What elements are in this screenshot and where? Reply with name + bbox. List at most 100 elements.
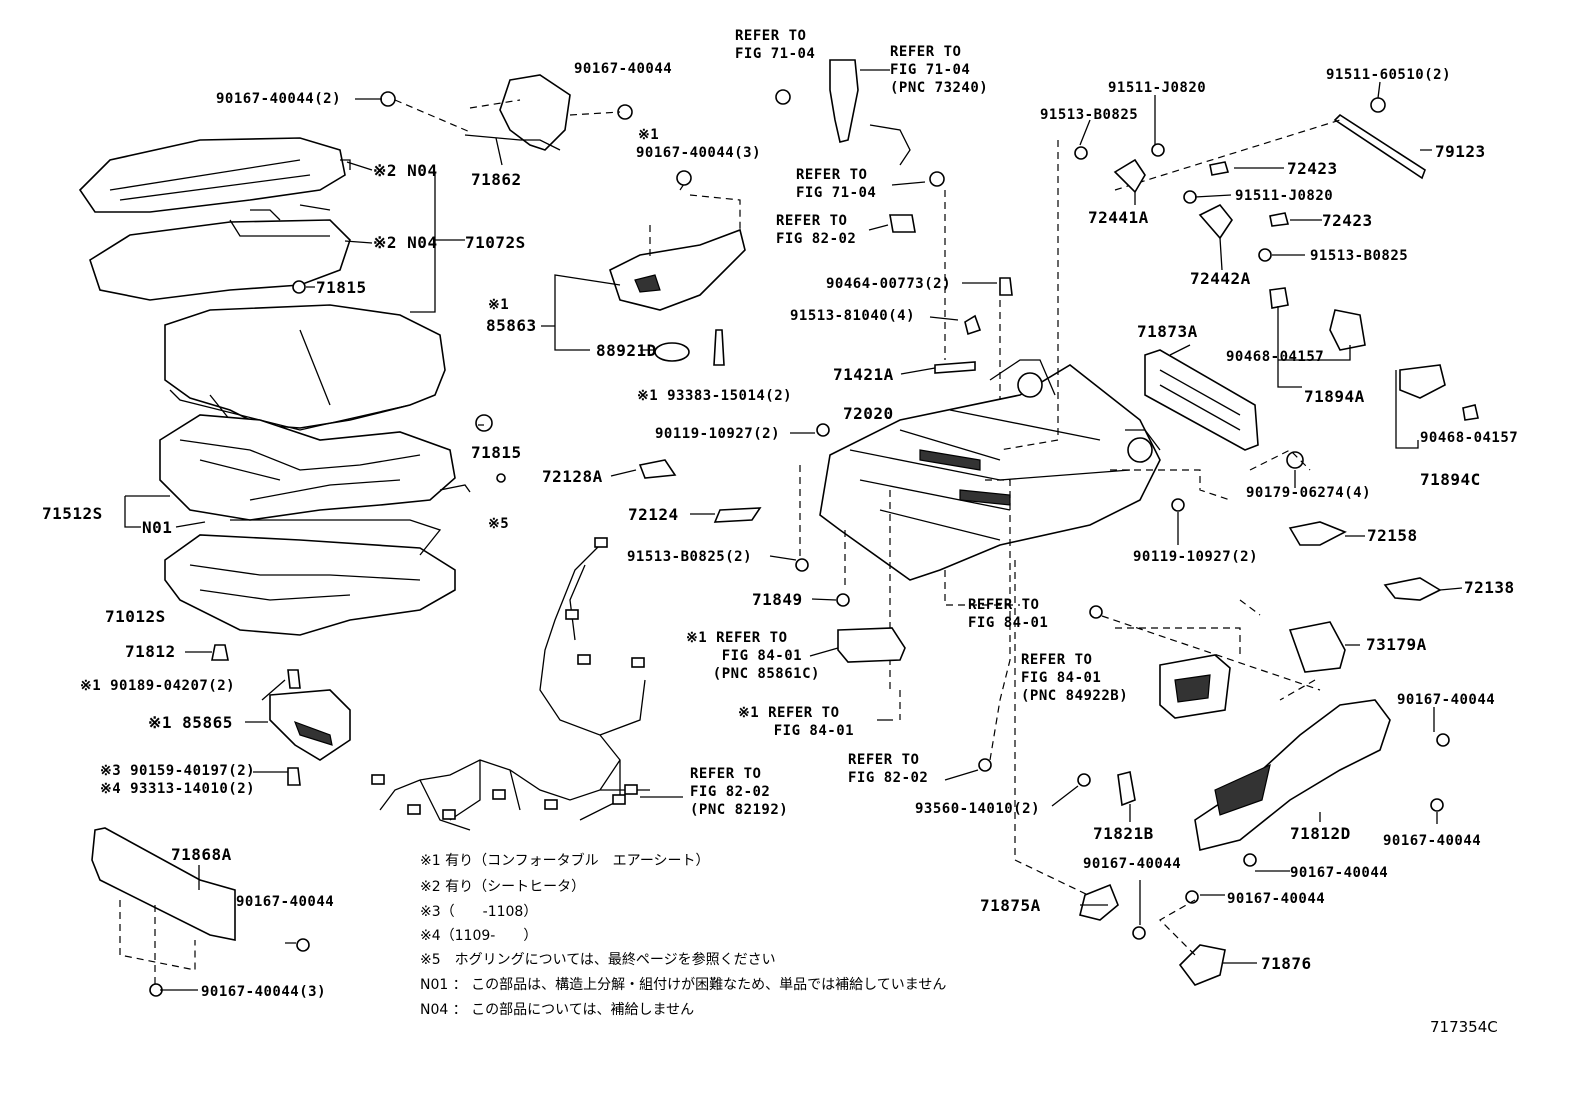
label-72020: 72020 <box>843 404 894 423</box>
label-refer-71-04-pnc: REFER TO FIG 71-04 (PNC 73240) <box>890 44 989 96</box>
figure-code: 717354C <box>1430 1018 1498 1036</box>
label-79123: 79123 <box>1435 142 1486 161</box>
label-91511-j0820-b: 91511-J0820 <box>1235 188 1334 204</box>
label-90189-04207: ※1 90189-04207(2) <box>80 678 236 694</box>
label-71012s: 71012S <box>105 607 166 626</box>
bracket-72441a <box>1074 143 1230 194</box>
label-refer-71-04-b: REFER TO FIG 71-04 <box>796 167 877 201</box>
leader-lines <box>124 69 1463 991</box>
label-71849: 71849 <box>752 590 803 609</box>
label-refer-84-01-pnc: ※1 REFER TO FIG 84-01 (PNC 85861C) <box>686 630 820 682</box>
cover-71894c <box>1399 364 1479 421</box>
label-71512s: 71512S <box>42 504 103 523</box>
cover-71894a <box>1269 287 1366 351</box>
label-91513-81040: 91513-81040(4) <box>790 308 916 324</box>
label-90468-04157-a: 90468-04157 <box>1226 349 1325 365</box>
note-line-3: ※3（ -1108） <box>420 904 538 920</box>
ecu-85861c <box>837 627 906 663</box>
air-unit-85865 <box>269 669 351 786</box>
label-n01: N01 <box>142 518 173 537</box>
label-91511-j0820-a: 91511-J0820 <box>1108 80 1207 96</box>
label-71876: 71876 <box>1261 954 1312 973</box>
label-90167-40044-3: 90167-40044(3) <box>636 145 762 161</box>
label-71894a: 71894A <box>1304 387 1365 406</box>
clip-71815-b <box>475 414 506 483</box>
label-refer-71-04-a: REFER TO FIG 71-04 <box>735 28 816 62</box>
seat-track-frame-72020 <box>638 277 1304 607</box>
label-71815-b: 71815 <box>471 443 522 462</box>
label-71875a: 71875A <box>980 896 1041 915</box>
knob-73179a <box>1288 621 1346 673</box>
label-note-x1-85863: ※1 <box>488 297 510 313</box>
seat-cover <box>164 304 446 431</box>
label-71868a: 71868A <box>171 845 232 864</box>
power-seat-switch <box>1089 605 1321 719</box>
label-72442a: 72442A <box>1190 269 1251 288</box>
clip-71815-a <box>292 280 306 294</box>
rail-cover-71873a <box>1144 349 1259 451</box>
label-note-x5: ※5 <box>488 516 510 532</box>
label-72423-a: 72423 <box>1287 159 1338 178</box>
label-71812d: 71812D <box>1290 824 1351 843</box>
label-90464-00773: 90464-00773(2) <box>826 276 952 292</box>
label-90167-40044-3-bl: 90167-40044(3) <box>201 984 327 1000</box>
label-71421a: 71421A <box>833 365 894 384</box>
label-90167-40044-2-top: 90167-40044(2) <box>216 91 342 107</box>
label-72158: 72158 <box>1367 526 1418 545</box>
label-91513-b0825-a: 91513-B0825 <box>1040 107 1139 123</box>
label-90167-40044-r4: 90167-40044 <box>1083 856 1182 872</box>
note-line-2: ※2 有り（シートヒータ） <box>420 879 586 895</box>
label-73179a: 73179A <box>1366 635 1427 654</box>
label-88921d: 88921D <box>596 341 657 360</box>
bracket-71821b <box>978 758 1136 807</box>
label-90167-40044-r5: 90167-40044 <box>1227 891 1326 907</box>
note-line-7: N04 ： この部品については、補給しません <box>420 1002 695 1018</box>
label-71072s: 71072S <box>465 233 526 252</box>
rod-79123 <box>1114 97 1426 191</box>
label-note-x1-a: ※1 <box>638 127 660 143</box>
label-90468-04157-b: 90468-04157 <box>1420 430 1519 446</box>
pin-71812 <box>211 644 229 661</box>
label-refer-84-01-pnc2: REFER TO FIG 84-01 (PNC 84922B) <box>1021 652 1129 704</box>
label-90167-40044-r2: 90167-40044 <box>1383 833 1482 849</box>
note-line-5: ※5 ホグリングについては、最終ページを参照ください <box>420 952 776 968</box>
label-refer-84-01-x1: ※1 REFER TO FIG 84-01 <box>738 705 855 739</box>
label-90167-40044-bl: 90167-40044 <box>236 894 335 910</box>
label-91513-b0825-b: 91513-B0825 <box>1310 248 1409 264</box>
label-93383-15014: ※1 93383-15014(2) <box>637 388 793 404</box>
label-90119-10927-b: 90119-10927(2) <box>1133 549 1259 565</box>
note-line-6: N01 ： この部品は、構造上分解・組付けが困難なため、単品では補給していません <box>420 977 947 993</box>
label-x2-n04-b: ※2 N04 <box>373 233 438 252</box>
seat-trim-71868a <box>91 827 310 997</box>
leader-dashes-center <box>799 140 1231 761</box>
label-93560-14010: 93560-14010(2) <box>915 801 1041 817</box>
label-90167-40044-r3: 90167-40044 <box>1290 865 1389 881</box>
lever-72138 <box>1383 577 1442 601</box>
label-72441a: 72441A <box>1088 208 1149 227</box>
seat-frame-pan <box>164 519 456 636</box>
belt-buckle-stay <box>775 59 945 233</box>
label-72128a: 72128A <box>542 467 603 486</box>
label-91511-60510: 91511-60510(2) <box>1326 67 1452 83</box>
label-85863: 85863 <box>486 316 537 335</box>
wire-harness-82192 <box>371 537 650 831</box>
label-refer-82-02-b: REFER TO FIG 82-02 <box>848 752 929 786</box>
belt-guide-71862 <box>380 74 633 151</box>
bracket-72442a <box>1183 190 1290 262</box>
label-71894c: 71894C <box>1420 470 1481 489</box>
label-90167-40044-top: 90167-40044 <box>574 61 673 77</box>
air-control-85863 <box>609 170 746 366</box>
label-71821b: 71821B <box>1093 824 1154 843</box>
shield-71812d <box>1185 699 1450 904</box>
label-90167-40044-r1: 90167-40044 <box>1397 692 1496 708</box>
label-71812: 71812 <box>125 642 176 661</box>
label-refer-82-02-pnc: REFER TO FIG 82-02 (PNC 82192) <box>690 766 789 818</box>
label-93313-14010: ※4 93313-14010(2) <box>100 781 256 797</box>
label-72138: 72138 <box>1464 578 1515 597</box>
label-71873a: 71873A <box>1137 322 1198 341</box>
note-line-1: ※1 有り（コンフォータブル エアーシート） <box>420 853 710 869</box>
label-91513-b0825-2: 91513-B0825(2) <box>627 549 753 565</box>
note-line-4: ※4（1109- ） <box>420 928 538 944</box>
cover-71875a <box>1079 883 1146 940</box>
label-72124: 72124 <box>628 505 679 524</box>
